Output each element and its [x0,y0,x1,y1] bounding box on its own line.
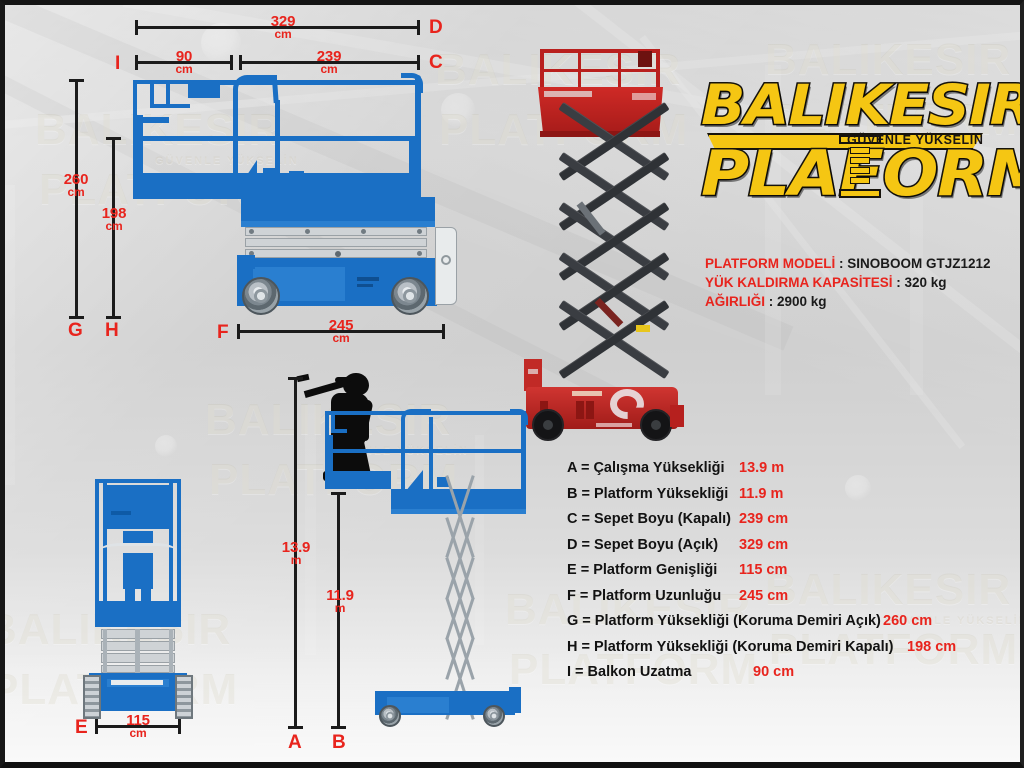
legend-row: F = Platform Uzunluğu 245 cm [567,587,1020,614]
legend-label: A = Çalışma Yüksekliği [567,460,725,476]
logo-tagline: GÜVENLE YÜKSELİN [847,133,984,147]
legend-value: 13.9 m [739,460,785,476]
product-photo-scissor-lift [510,37,705,452]
spec-row: YÜK KALDIRMA KAPASİTESİ : 320 kg [705,273,1020,292]
legend-value: 329 cm [739,536,789,553]
legend-label: F = Platform Uzunluğu [567,587,722,604]
dimension-label-d: 329 cm [270,13,296,41]
dimension-label-c: 239 cm [316,48,342,76]
front-view-drawing [67,467,247,722]
spec-value: SINOBOOM GTJZ1212 [847,256,991,271]
legend-row: A = Çalışma Yüksekliği 13.9 m [567,460,1020,486]
legend-row: B = Platform Yüksekliği 11.9 m [567,485,1020,512]
legend-list: A = Çalışma Yüksekliği 13.9 m B = Platfo… [567,460,1020,690]
dimension-letter-e: E [75,717,88,738]
spec-sep: : [765,294,777,309]
legend-label: C = Sepet Boyu (Kapalı) [567,511,731,527]
spec-value: 2900 kg [777,294,827,309]
legend-value: 260 cm [883,613,933,629]
legend-row: E = Platform Genişliği 115 cm [567,562,1020,588]
spec-row: AĞIRLIĞI : 2900 kg [705,292,1020,311]
dimension-letter-d: D [429,17,443,38]
spec-sep: : [835,256,848,271]
dimension-line-b [331,492,346,729]
legend-row: G = Platform Yüksekliği (Koruma Demiri A… [567,613,1020,639]
dimension-label-a: 13.9 m [281,539,311,567]
dimension-label-b: 11.9 m [326,587,354,615]
dimension-line-e [95,719,181,734]
dimension-label-e: 115 cm [126,712,150,740]
dimension-letter-a: A [288,732,302,753]
dimension-label-g: 260 cm [63,171,89,199]
legend-row: I = Balkon Uzatma 90 cm [567,664,1020,690]
dimension-line-f [237,324,445,339]
dimension-line-g [69,79,84,319]
legend-value: 245 cm [739,587,789,604]
legend-label: I = Balkon Uzatma [567,664,692,680]
spec-sep: : [892,275,905,290]
scissor-lift-icon [839,135,881,201]
dimension-line-c [239,55,420,70]
spec-row: PLATFORM MODELİ : SINOBOOM GTJZ1212 [705,254,1020,273]
dimension-label-f: 245 cm [328,317,354,345]
legend-row: C = Sepet Boyu (Kapalı) 239 cm [567,511,1020,537]
dimension-label-h: 198 cm [101,205,127,233]
specification-block: PLATFORM MODELİ : SINOBOOM GTJZ1212 YÜK … [705,254,1020,311]
legend-label: E = Platform Genişliği [567,562,718,578]
legend-value: 90 cm [753,664,795,680]
dimension-line-h [106,137,121,319]
dimension-line-d [135,20,420,35]
legend-label: B = Platform Yüksekliği [567,485,729,502]
company-logo: BALIKESIR GÜVENLE YÜKSELİN PLAFORM [699,72,1020,212]
legend-label: D = Sepet Boyu (Açık) [567,536,719,553]
dimension-label-i: 90 cm [175,48,193,76]
legend-label: H = Platform Yüksekliği (Koruma Demiri K… [567,638,894,655]
side-view-drawing [5,5,525,345]
dimension-line-a [288,377,303,729]
legend-row: H = Platform Yüksekliği (Koruma Demiri K… [567,638,1020,665]
legend-value: 198 cm [907,638,957,655]
dimension-letter-h: H [105,320,119,341]
dimension-line-i [135,55,233,70]
extended-lift-drawing [296,365,528,727]
spec-key: AĞIRLIĞI [705,294,765,309]
logo-text-balikesir: BALIKESIR [699,72,1024,139]
dimension-letter-b: B [332,732,346,753]
dimension-letter-c: C [429,52,443,73]
spec-key: YÜK KALDIRMA KAPASİTESİ [705,275,893,290]
legend-value: 115 cm [739,562,788,578]
dimension-letter-i: I [115,53,121,74]
legend-value: 239 cm [739,511,789,527]
spec-value: 320 kg [904,275,947,290]
dimension-letter-f: F [217,322,229,343]
legend-label: G = Platform Yüksekliği (Koruma Demiri A… [567,613,881,629]
dimension-letter-g: G [68,320,83,341]
spec-key: PLATFORM MODELİ [705,256,836,271]
legend-row: D = Sepet Boyu (Açık) 329 cm [567,536,1020,563]
legend-value: 11.9 m [739,485,784,502]
